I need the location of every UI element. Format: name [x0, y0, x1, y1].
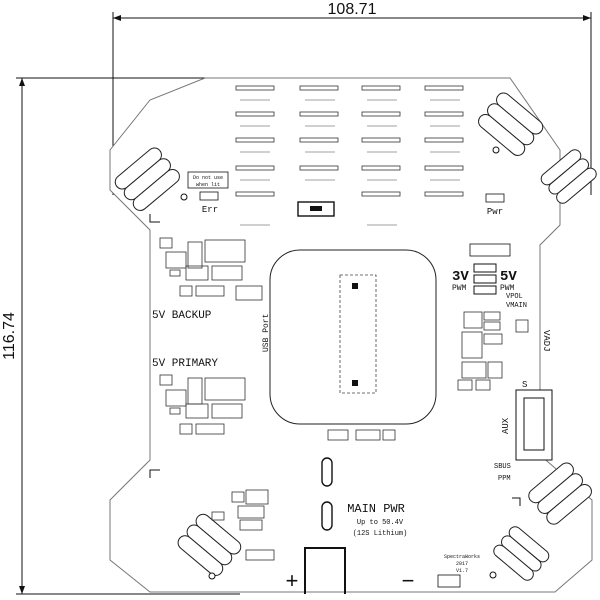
- width-dimension-label: 108.71: [328, 1, 377, 18]
- pwr-indicator: Pwr: [485, 193, 505, 217]
- version-label: V1.7: [456, 568, 468, 574]
- vadj-label: VADJ: [541, 330, 551, 352]
- sbus-label: SBUS: [494, 463, 511, 471]
- esc-connector-top-left: [114, 147, 180, 211]
- pwr-label: Pwr: [487, 207, 503, 217]
- minus-label: −: [401, 570, 414, 595]
- maker-stamp: SpectraWorks 2017 V1.7: [437, 554, 480, 588]
- do-not-use-label: Do not use: [193, 175, 223, 181]
- cells-label: (12S Lithium): [353, 530, 408, 538]
- plus-label: +: [285, 570, 298, 595]
- vpol-label: VPOL: [506, 293, 523, 301]
- backup-5v-label: 5V BACKUP: [152, 310, 212, 322]
- aux-s-mark: S: [522, 380, 527, 390]
- usb-port-label: USB Port: [262, 314, 271, 352]
- top-header-row: [235, 85, 464, 197]
- primary-5v-label: 5V PRIMARY: [152, 358, 218, 370]
- v3-label: 3V: [452, 269, 469, 285]
- dimension-height: 116.74: [1, 77, 240, 595]
- dimension-width: 108.71: [112, 1, 592, 195]
- main-power-connector: + −: [285, 547, 415, 595]
- main-power-slots: [321, 457, 333, 531]
- pwm-voltage-select: 3V PWM 5V PWM: [452, 243, 517, 295]
- pwm-left-label: PWM: [452, 284, 467, 293]
- usb-module: USB Port: [262, 249, 437, 425]
- do-not-use-box: Do not use when lit Err: [187, 171, 229, 215]
- mounting-holes: [180, 146, 500, 580]
- main-pwr-label: MAIN PWR: [347, 502, 405, 516]
- backup-regulator-cluster: [159, 237, 263, 301]
- err-label: Err: [202, 205, 218, 215]
- tiny-pin-labels: [240, 99, 460, 226]
- when-lit-label: when lit: [196, 182, 220, 188]
- top-switch: [297, 201, 335, 217]
- aux-header: AUX S: [501, 380, 553, 461]
- below-usb-pads: [327, 429, 396, 441]
- aux-label: AUX: [501, 417, 511, 434]
- pwm-right-label: PWM: [500, 284, 515, 293]
- ppm-label: PPM: [498, 475, 511, 483]
- esc-connector-bottom-left: [177, 513, 242, 576]
- bottom-left-cluster: [211, 489, 275, 561]
- year-label: 2017: [456, 561, 468, 567]
- esc-connector-top-right: [478, 92, 544, 156]
- esc-connector-right: [540, 149, 597, 204]
- v5-label: 5V: [500, 269, 517, 285]
- left-edge-brackets: [149, 214, 521, 506]
- right-component-cluster: [457, 311, 529, 391]
- esc-connector-bottom-right-2: [493, 526, 550, 581]
- vmain-label: VMAIN: [506, 302, 527, 310]
- up-to-label: Up to 50.4V: [357, 519, 404, 527]
- esc-connector-bottom-right: [528, 462, 592, 525]
- maker-label: SpectraWorks: [444, 554, 480, 560]
- height-dimension-label: 116.74: [1, 312, 18, 360]
- primary-regulator-cluster: [159, 374, 246, 435]
